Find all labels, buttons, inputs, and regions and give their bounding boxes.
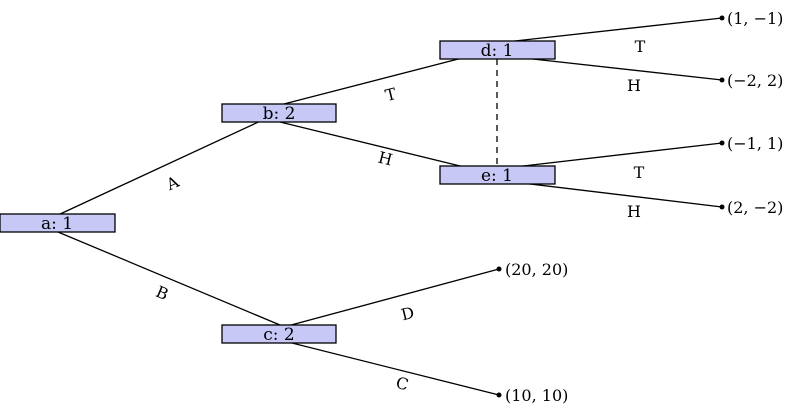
edge-label-e-bottom: H [627,202,641,221]
node-d-label: d: 1 [481,41,514,61]
payoff-e-bottom: (2, −2) [727,198,783,217]
payoff-d-bottom: (−2, 2) [727,71,783,90]
node-b-label: b: 2 [263,104,296,124]
node-b-box [221,103,337,123]
edge-a-c [57,231,281,326]
edge-label-b-d: T [383,84,398,105]
node-c-box [221,324,337,344]
edge-label-c-top: D [399,303,416,325]
payoff-d-top: (1, −1) [727,9,783,28]
payoff-c-top: (20, 20) [505,260,568,279]
node-a-label: a: 1 [41,214,73,234]
edge-c-bottom [279,339,500,396]
payoff-c-bottom: (10, 10) [505,386,568,405]
terminal-dot-e-bottom [719,204,725,210]
node-d: d: 1 [439,40,556,61]
edge-d-top [496,17,723,44]
edge-e-top [496,142,723,170]
terminal-dot-d-top [719,15,725,21]
edge-c-top [279,268,500,329]
node-e: e: 1 [439,165,556,186]
node-c: c: 2 [221,324,337,345]
node-c-label: c: 2 [263,325,294,345]
edge-label-e-top: T [634,163,645,182]
terminal-dot-d-bottom [719,77,725,83]
edge-label-d-top: T [635,37,646,56]
node-b: b: 2 [221,103,337,124]
node-d-box [439,40,556,60]
node-a: a: 1 [0,213,116,234]
terminal-dot-c-top [496,266,502,272]
edge-label-a-c: B [153,282,171,304]
node-a-box [0,213,116,233]
edge-label-c-bottom: C [394,373,410,394]
edge-label-d-bottom: H [627,76,641,95]
edge-a-b [57,111,281,216]
terminal-dot-e-top [719,140,725,146]
edge-label-a-b: A [163,172,183,195]
node-e-label: e: 1 [481,166,513,186]
node-e-box [439,165,556,185]
payoff-e-top: (−1, 1) [727,134,783,153]
terminal-dot-c-bottom [496,392,502,398]
edge-label-b-e: H [376,148,394,170]
